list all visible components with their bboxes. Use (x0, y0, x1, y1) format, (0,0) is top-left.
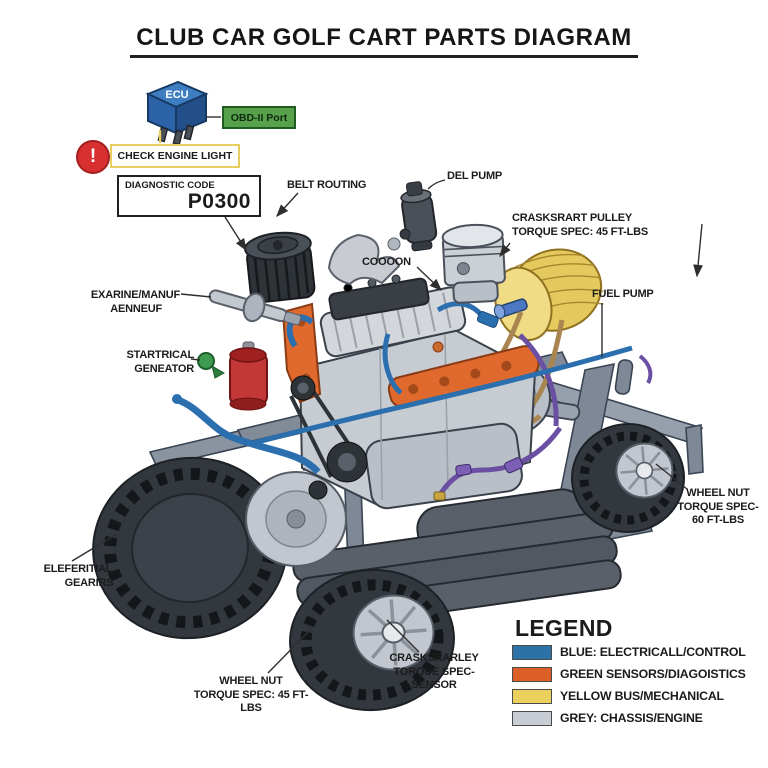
ecu-label: ECU (165, 89, 189, 101)
check-engine-badge: CHECK ENGINE LIGHT (110, 144, 240, 168)
diagnostic-code-value: P0300 (187, 190, 251, 213)
spark-plug-part (197, 352, 226, 379)
blue-tubing (172, 333, 633, 475)
diagnostic-code-box: DIAGNOSTIC CODE P0300 (117, 175, 261, 217)
left-hub (245, 471, 347, 567)
alert-icon: ! (76, 140, 110, 174)
oil-filter-part (244, 231, 316, 304)
shaft-part (208, 289, 302, 326)
diagnostic-code-title: DIAGNOSTIC CODE (125, 180, 215, 191)
legend-title: LEGEND (515, 615, 613, 641)
obd-port-badge: OBD-II Port (222, 106, 296, 129)
legend-item-yellow: YELLOW BUS/MECHANICAL (512, 688, 724, 704)
right-wheel (571, 422, 685, 534)
legend-swatch-grey (512, 710, 552, 726)
legend-item-orange: GREEN SENSORS/DIAGOISTICS (512, 666, 746, 682)
label-cooon: COOOON (362, 256, 411, 268)
legend-swatch-blue (512, 644, 552, 660)
bottom-wheel (289, 568, 455, 712)
page-title-wrap: CLUB CAR GOLF CART PARTS DIAGRAM (0, 24, 768, 58)
del-pump-part (399, 181, 438, 252)
purple-harness (433, 354, 653, 501)
piston-part (441, 223, 506, 304)
legend-swatch-orange (512, 666, 552, 682)
legend-item-grey: GREY: CHASSIS/ENGINE (512, 710, 703, 726)
label-del-pump: DEL PUMP (447, 170, 503, 182)
page-title: CLUB CAR GOLF CART PARTS DIAGRAM (130, 24, 638, 58)
legend-item-blue: BLUE: ELECTRICALL/CONTROL (512, 644, 746, 660)
engine (281, 274, 559, 510)
y-pipe-part (327, 233, 401, 286)
legend-swatch-yellow (512, 688, 552, 704)
ecu-box (145, 80, 209, 146)
generator-drum (493, 248, 604, 341)
label-fuel-pump: FUEL PUMP (592, 288, 654, 300)
ignition-coil-part (229, 341, 268, 411)
leader-lines (71, 116, 703, 674)
label-belt-routing: BELT ROUTING (287, 179, 367, 191)
